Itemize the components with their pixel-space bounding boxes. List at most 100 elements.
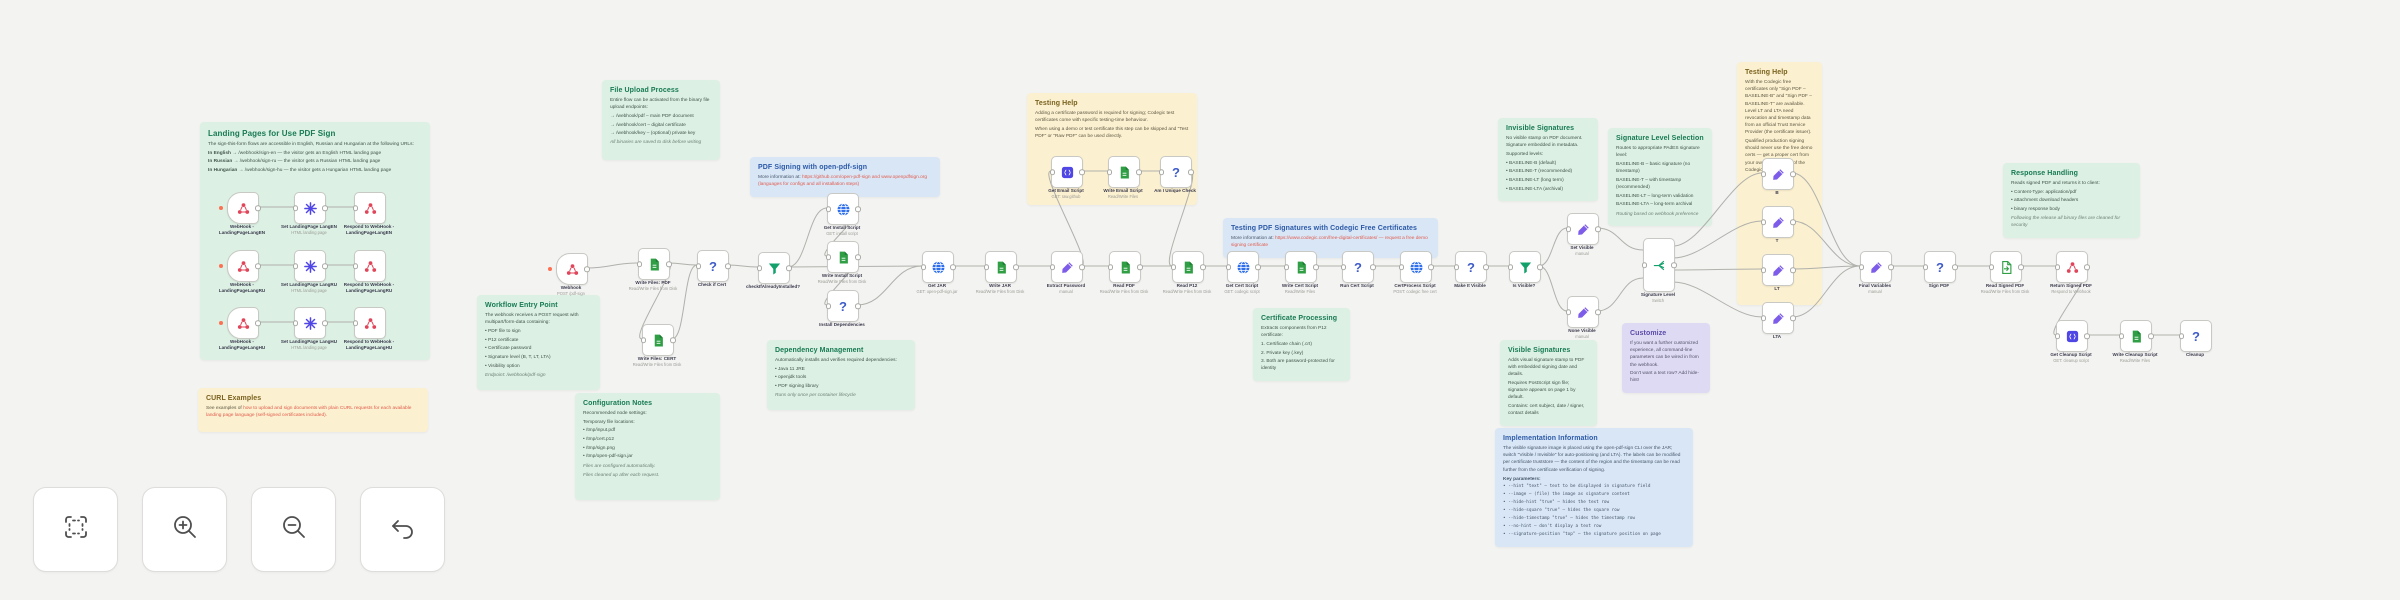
workflow-node-lr-hu[interactable]: [352, 307, 386, 339]
input-port[interactable]: [695, 263, 701, 269]
output-port[interactable]: [1188, 169, 1194, 175]
workflow-node-n-read-signed[interactable]: [1988, 251, 2024, 283]
input-port[interactable]: [2054, 333, 2060, 339]
workflow-node-n-get-cert-script[interactable]: [1225, 251, 1261, 283]
output-port[interactable]: [1200, 264, 1206, 270]
input-port[interactable]: [983, 264, 989, 270]
workflow-node-lr-en[interactable]: [352, 192, 386, 224]
output-port[interactable]: [1537, 264, 1543, 270]
note-link[interactable]: how to upload and sign documents with pl…: [206, 406, 412, 419]
input-port[interactable]: [352, 320, 358, 326]
output-port[interactable]: [322, 263, 328, 269]
workflow-node-n-get-email[interactable]: [1049, 156, 1085, 188]
output-port[interactable]: [1595, 309, 1601, 315]
sticky-note-line[interactable]: More information at: https://github.com/…: [758, 175, 928, 188]
output-port[interactable]: [1483, 264, 1489, 270]
output-port[interactable]: [1255, 264, 1261, 270]
workflow-node-n-get-cleanup[interactable]: [2054, 320, 2090, 352]
zoom-out-button[interactable]: [251, 487, 336, 572]
output-port[interactable]: [584, 266, 590, 272]
output-port[interactable]: [1790, 219, 1796, 225]
output-port[interactable]: [322, 205, 328, 211]
input-port[interactable]: [1760, 267, 1766, 273]
input-port[interactable]: [1283, 264, 1289, 270]
workflow-node-ls-hu[interactable]: [292, 307, 328, 339]
input-port[interactable]: [1106, 169, 1112, 175]
input-port[interactable]: [1565, 226, 1571, 232]
output-port[interactable]: [1370, 264, 1376, 270]
input-port[interactable]: [920, 264, 926, 270]
workflow-node-n-write-jar[interactable]: [983, 251, 1019, 283]
input-port[interactable]: [756, 265, 762, 271]
sticky-note-codegic-certificates[interactable]: Testing PDF Signatures with Codegic Free…: [1223, 218, 1438, 258]
output-port[interactable]: [950, 264, 956, 270]
workflow-node-ls-ru[interactable]: [292, 250, 328, 282]
output-port[interactable]: [322, 320, 328, 326]
input-port[interactable]: [352, 263, 358, 269]
workflow-node-n-run-cert-script[interactable]: ?: [1340, 251, 1376, 283]
input-port[interactable]: [292, 320, 298, 326]
input-port[interactable]: [825, 303, 831, 309]
output-port[interactable]: [1079, 264, 1085, 270]
workflow-node-n-return-signed[interactable]: [2054, 251, 2090, 283]
input-port[interactable]: [640, 337, 646, 343]
output-port[interactable]: [1671, 262, 1677, 268]
input-port[interactable]: [1760, 315, 1766, 321]
workflow-node-n-switch-level[interactable]: [1641, 238, 1677, 292]
workflow-node-n-sign-pdf[interactable]: ?: [1922, 251, 1958, 283]
input-port[interactable]: [2054, 264, 2060, 270]
workflow-node-n-write-email[interactable]: [1106, 156, 1142, 188]
workflow-node-n-cert-process[interactable]: [1398, 251, 1434, 283]
workflow-node-n-wf-pdf[interactable]: [636, 248, 672, 280]
workflow-node-lr-ru[interactable]: [352, 250, 386, 282]
input-port[interactable]: [825, 254, 831, 260]
output-port[interactable]: [1790, 267, 1796, 273]
output-port[interactable]: [2084, 264, 2090, 270]
reset-zoom-button[interactable]: [360, 487, 445, 572]
input-port[interactable]: [1049, 169, 1055, 175]
input-port[interactable]: [1158, 169, 1164, 175]
output-port[interactable]: [786, 265, 792, 271]
workflow-node-n-set-visible[interactable]: [1565, 213, 1601, 245]
zoom-in-button[interactable]: [142, 487, 227, 572]
workflow-node-n-b[interactable]: [1760, 158, 1796, 190]
workflow-node-n-make-visible[interactable]: ?: [1453, 251, 1489, 283]
output-port[interactable]: [2018, 264, 2024, 270]
fit-view-button[interactable]: [33, 487, 118, 572]
input-port[interactable]: [1760, 171, 1766, 177]
workflow-node-n-wf-cert[interactable]: [640, 324, 676, 356]
input-port[interactable]: [1641, 262, 1647, 268]
input-port[interactable]: [1049, 264, 1055, 270]
input-port[interactable]: [352, 205, 358, 211]
workflow-node-n-read-pdf[interactable]: [1107, 251, 1143, 283]
workflow-node-n-cleanup[interactable]: ?: [2178, 320, 2212, 352]
output-port[interactable]: [855, 206, 861, 212]
workflow-node-n-extract-pass[interactable]: [1049, 251, 1085, 283]
workflow-node-lw-hu[interactable]: [219, 307, 261, 339]
output-port[interactable]: [255, 320, 261, 326]
workflow-node-n-write-cleanup[interactable]: [2118, 320, 2154, 352]
workflow-node-n-t[interactable]: [1760, 206, 1796, 238]
workflow-node-n-lta[interactable]: [1760, 302, 1796, 334]
output-port[interactable]: [1013, 264, 1019, 270]
input-port[interactable]: [1565, 309, 1571, 315]
output-port[interactable]: [1136, 169, 1142, 175]
output-port[interactable]: [2148, 333, 2154, 339]
output-port[interactable]: [255, 263, 261, 269]
input-port[interactable]: [1988, 264, 1994, 270]
input-port[interactable]: [292, 205, 298, 211]
input-port[interactable]: [1107, 264, 1113, 270]
sticky-note-line[interactable]: See examples of how to upload and sign d…: [206, 406, 412, 419]
input-port[interactable]: [1398, 264, 1404, 270]
input-port[interactable]: [292, 263, 298, 269]
output-port[interactable]: [725, 263, 731, 269]
input-port[interactable]: [1507, 264, 1513, 270]
input-port[interactable]: [2178, 333, 2184, 339]
input-port[interactable]: [1858, 264, 1864, 270]
